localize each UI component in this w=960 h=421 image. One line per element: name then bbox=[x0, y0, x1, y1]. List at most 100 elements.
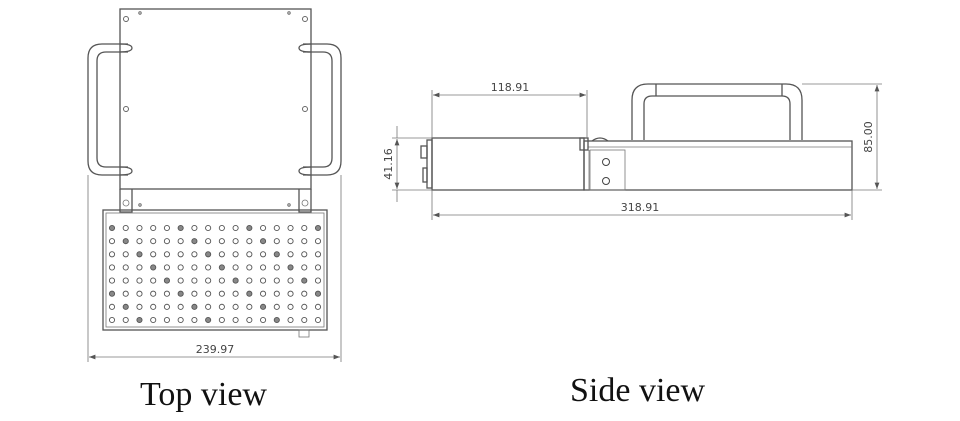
basket-hole bbox=[273, 303, 280, 310]
basket-hole bbox=[163, 224, 170, 232]
basket-hole bbox=[246, 303, 253, 310]
basket-hole bbox=[205, 303, 212, 310]
svg-text:318.91: 318.91 bbox=[621, 201, 660, 214]
front-body bbox=[431, 137, 585, 191]
screw-icon bbox=[602, 158, 610, 166]
basket-hole bbox=[301, 290, 308, 297]
basket-hole bbox=[260, 290, 267, 297]
basket-hole bbox=[150, 277, 157, 284]
basket-hole bbox=[301, 238, 308, 245]
basket-hole bbox=[218, 303, 225, 310]
basket-hole bbox=[246, 316, 253, 324]
basket-hole bbox=[218, 316, 225, 324]
basket-hole bbox=[177, 290, 184, 297]
basket-hole bbox=[150, 238, 157, 245]
svg-text:41.16: 41.16 bbox=[382, 148, 395, 180]
basket-hole bbox=[122, 290, 129, 297]
basket-hole bbox=[136, 251, 143, 258]
basket-hole bbox=[246, 224, 253, 232]
basket-hole bbox=[287, 277, 294, 284]
basket-hole bbox=[246, 290, 253, 297]
basket-hole bbox=[108, 238, 116, 245]
basket-hole bbox=[232, 264, 239, 271]
basket-hole bbox=[122, 264, 129, 271]
basket-hole bbox=[273, 264, 280, 271]
basket-hole bbox=[314, 224, 322, 232]
basket-hole bbox=[287, 238, 294, 245]
basket-hole bbox=[273, 290, 280, 297]
basket-hole bbox=[205, 316, 212, 324]
basket-hole bbox=[136, 290, 143, 297]
basket-hole bbox=[108, 251, 116, 258]
basket-hole bbox=[191, 303, 198, 310]
basket-hole bbox=[191, 238, 198, 245]
basket-hole bbox=[150, 264, 157, 271]
basket-hole bbox=[273, 277, 280, 284]
width-dimension: 239.97 bbox=[87, 175, 342, 362]
basket-hole-grid bbox=[108, 224, 322, 324]
plate-holes bbox=[123, 11, 308, 207]
perforated-basket bbox=[102, 209, 328, 331]
total-height-dimension: 85.00 bbox=[802, 83, 882, 191]
basket-hole bbox=[122, 277, 129, 284]
top-plate bbox=[119, 8, 312, 190]
basket-hole bbox=[301, 303, 308, 310]
dimension-label: 239.97 bbox=[196, 343, 235, 356]
svg-text:85.00: 85.00 bbox=[862, 121, 875, 153]
basket-hole bbox=[205, 290, 212, 297]
basket-hole bbox=[287, 290, 294, 297]
right-handle bbox=[298, 43, 342, 176]
basket-hole bbox=[232, 238, 239, 245]
basket-hole bbox=[136, 224, 143, 232]
basket-hole bbox=[163, 277, 170, 284]
basket-hole bbox=[273, 238, 280, 245]
basket-hole bbox=[301, 277, 308, 284]
basket-hole bbox=[150, 316, 157, 324]
basket-hole bbox=[163, 238, 170, 245]
basket-hole bbox=[150, 290, 157, 297]
basket-hole bbox=[314, 238, 322, 245]
basket-hole bbox=[260, 238, 267, 245]
basket-hole bbox=[218, 251, 225, 258]
basket-hole bbox=[232, 251, 239, 258]
basket-hole bbox=[136, 238, 143, 245]
basket-hole bbox=[177, 264, 184, 271]
side-bracket bbox=[589, 149, 626, 191]
basket-hole bbox=[218, 264, 225, 271]
basket-hole bbox=[191, 251, 198, 258]
basket-hole bbox=[150, 251, 157, 258]
basket-hole bbox=[177, 251, 184, 258]
basket-hole bbox=[287, 264, 294, 271]
basket-hole bbox=[260, 316, 267, 324]
basket-hole bbox=[136, 303, 143, 310]
basket-hole bbox=[177, 277, 184, 284]
side-view-caption: Side view bbox=[570, 372, 706, 409]
basket-hole bbox=[273, 224, 280, 232]
basket-hole bbox=[314, 316, 322, 324]
basket-hole bbox=[260, 277, 267, 284]
basket-hole bbox=[136, 277, 143, 284]
total-length-dimension: 318.91 bbox=[431, 190, 853, 220]
basket-hole bbox=[301, 224, 308, 232]
basket-hole bbox=[260, 251, 267, 258]
basket-hole bbox=[122, 224, 129, 232]
basket-hole bbox=[246, 277, 253, 284]
rear-body bbox=[583, 140, 853, 191]
basket-hole bbox=[314, 251, 322, 258]
basket-hole bbox=[177, 238, 184, 245]
mount-tabs bbox=[119, 189, 312, 213]
basket-hole bbox=[287, 224, 294, 232]
basket-hole bbox=[136, 264, 143, 271]
screw-icon bbox=[602, 177, 610, 185]
basket-hole bbox=[314, 290, 322, 297]
top-view: 239.97 bbox=[87, 8, 342, 362]
knob bbox=[420, 145, 428, 159]
basket-hole bbox=[246, 238, 253, 245]
top-view-caption: Top view bbox=[140, 376, 267, 413]
basket-hole bbox=[150, 224, 157, 232]
basket-connector bbox=[298, 329, 310, 338]
basket-hole bbox=[177, 224, 184, 232]
basket-hole bbox=[260, 264, 267, 271]
basket-hole bbox=[232, 316, 239, 324]
